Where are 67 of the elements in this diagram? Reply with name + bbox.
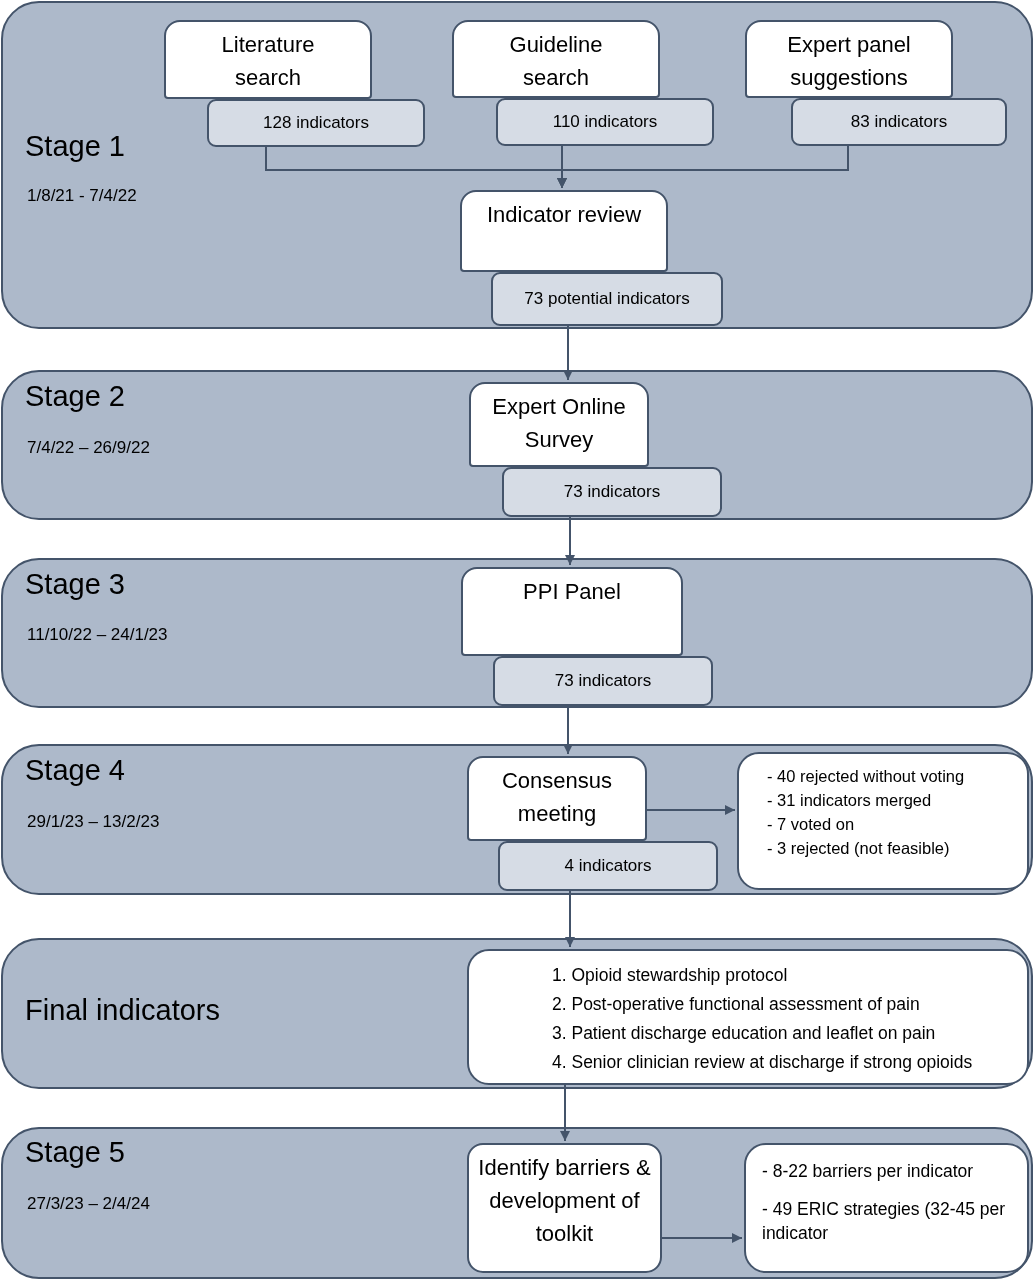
count-label: 73 indicators [554, 671, 652, 691]
box-label: Expert Online Survey [492, 394, 626, 452]
stage-band [1, 1127, 1033, 1279]
box-label: PPI Panel [523, 579, 621, 604]
results-box [744, 1143, 1029, 1273]
date-range: 7/4/22 – 26/9/22 [27, 438, 150, 458]
indicator-count-box [498, 841, 718, 891]
box-label: Consensus meeting [501, 768, 613, 826]
process-box [745, 20, 953, 98]
arrow [644, 805, 736, 815]
process-box [469, 382, 649, 467]
indicator-count-box [491, 272, 723, 326]
arrow [565, 888, 575, 948]
list-item: - 7 voted on [767, 814, 856, 835]
process-box [164, 20, 372, 99]
stage-band [1, 558, 1033, 708]
stage-heading: Stage 5 [25, 1136, 125, 1169]
arrow [557, 143, 849, 189]
list-item: 1. Opioid stewardship protocol [551, 964, 789, 987]
process-box [460, 190, 668, 272]
results-box [737, 752, 1029, 890]
arrow [563, 323, 573, 381]
count-label: 73 indicators [563, 482, 661, 502]
list-item: - 40 rejected without voting [767, 766, 966, 787]
stage-heading: Final indicators [25, 993, 221, 1027]
process-box [461, 567, 683, 656]
indicator-count-box [791, 98, 1007, 146]
list-item: 3. Patient discharge education and leaflet on pain [551, 1022, 937, 1045]
stage-band [1, 1, 1033, 329]
count-label: 128 indicators [263, 113, 369, 133]
arrow [659, 1233, 743, 1243]
box-label: Literature search [221, 32, 315, 90]
stage-heading: Stage 4 [25, 754, 125, 787]
arrow [565, 514, 575, 566]
indicator-count-box [496, 98, 714, 146]
stage-band [1, 938, 1033, 1089]
indicator-count-box [207, 99, 425, 147]
stage-heading: Stage 1 [25, 130, 125, 163]
list-item: - 49 ERIC strategies (32-45 per indicator [762, 1198, 1007, 1245]
process-box [452, 20, 660, 98]
count-label: 73 potential indicators [524, 289, 690, 309]
box-label: Identify barriers & development of toolkit [478, 1155, 651, 1246]
stage-band [1, 370, 1033, 520]
stage-heading: Stage 3 [25, 568, 125, 601]
indicator-count-box [493, 656, 713, 706]
stage-heading: Stage 2 [25, 380, 125, 413]
list-item: - 31 indicators merged [767, 790, 933, 811]
list-item: 2. Post-operative functional assessment of pain [551, 993, 921, 1016]
box-label: Indicator review [486, 202, 642, 227]
indicator-count-box [502, 467, 722, 517]
list-item: - 8-22 barriers per indicator [762, 1160, 975, 1183]
results-box [467, 949, 1029, 1085]
stage-band [1, 744, 1033, 895]
count-label: 110 indicators [552, 112, 658, 132]
date-range: 1/8/21 - 7/4/22 [27, 186, 137, 206]
date-range: 27/3/23 – 2/4/24 [27, 1194, 150, 1214]
list-item: 4. Senior clinician review at discharge if strong opioids [551, 1051, 974, 1074]
count-label: 83 indicators [850, 112, 948, 132]
date-range: 29/1/23 – 13/2/23 [27, 812, 160, 832]
box-label: Expert panel suggestions [787, 32, 911, 90]
process-box [467, 1143, 662, 1273]
count-label: 4 indicators [564, 856, 652, 876]
process-box [467, 756, 647, 841]
box-label: Guideline search [509, 32, 603, 90]
date-range: 11/10/22 – 24/1/23 [27, 625, 168, 645]
arrow [560, 1082, 570, 1142]
list-item: - 3 rejected (not feasible) [767, 838, 951, 859]
